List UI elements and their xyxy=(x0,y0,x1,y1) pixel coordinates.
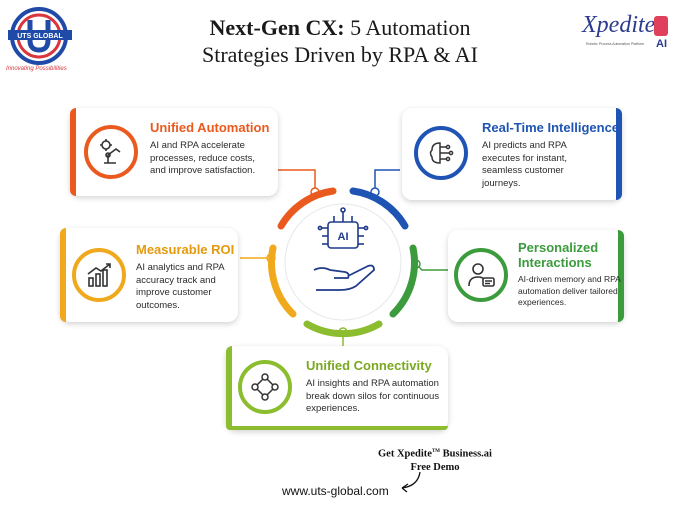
accent-bar xyxy=(226,426,448,430)
uts-logo-text: UTS GLOBAL xyxy=(17,33,63,40)
cta-line2: Free Demo xyxy=(410,461,460,473)
title-line2: Strategies Driven by RPA & AI xyxy=(201,42,479,67)
uts-global-logo: UTS GLOBAL xyxy=(8,7,72,65)
card-title: Unified Connectivity xyxy=(306,358,432,373)
card-text-line: and improve satisfaction. xyxy=(150,165,256,176)
connector-real-time-intelligence xyxy=(374,169,400,190)
curved-arrow-icon xyxy=(401,471,421,493)
xpedite-subtitle: Robotic Process Automation Platform xyxy=(586,42,644,46)
ring-arc-green xyxy=(389,244,418,318)
ring-arc-yellow xyxy=(268,244,297,318)
card-text: AI predicts and RPA executes for instant… xyxy=(482,140,567,190)
page-title: Next-Gen CX: 5 Automation Strategies Dri… xyxy=(150,14,530,68)
demo-cta[interactable]: Get XpediteTM Business.ai Free Demo xyxy=(360,445,510,474)
ring-real-time-intelligence xyxy=(414,126,468,180)
cta-text-a: Get Xpedite xyxy=(378,448,432,460)
card-text-line: improve customer xyxy=(136,287,212,298)
title-bold: Next-Gen CX: xyxy=(209,15,345,40)
card-text-line: executes for instant, xyxy=(482,152,568,164)
user-chat-icon xyxy=(468,263,495,287)
card-text-line: accuracy track and xyxy=(136,274,216,286)
card-text-line: AI analytics and RPA xyxy=(136,262,225,273)
card-title: Unified Automation xyxy=(150,120,270,135)
ring-arc-orange xyxy=(277,187,337,230)
uts-tagline: Innovating Possibilities xyxy=(6,66,67,72)
ring-arc-lime xyxy=(303,320,383,338)
accent-bar xyxy=(618,230,624,322)
card-text-line: automation deliver tailored xyxy=(518,285,618,296)
accent-bar xyxy=(70,108,76,196)
cta-trademark: TM xyxy=(431,449,441,454)
card-real-time-intelligence: Real-Time Intelligence AI predicts and R… xyxy=(402,108,622,200)
card-text-line: seamless customer xyxy=(482,165,564,176)
website-link[interactable]: www.uts-global.com xyxy=(282,484,389,498)
card-text-line: AI-driven memory and RPA xyxy=(518,274,621,284)
network-nodes-icon xyxy=(251,373,279,401)
card-text: AI insights and RPA automation break dow… xyxy=(306,378,439,416)
card-title-line: Personalized xyxy=(518,240,599,255)
card-text-line: processes, reduce costs, xyxy=(150,152,256,164)
card-unified-automation: Unified Automation AI and RPA accelerate… xyxy=(70,108,278,196)
accent-bar xyxy=(60,228,66,322)
accent-bar-left xyxy=(226,346,232,430)
accent-bar xyxy=(616,108,622,200)
card-text-line: outcomes. xyxy=(136,299,180,311)
xpedite-logo-text: Xpedite xyxy=(582,12,656,38)
card-text: AI analytics and RPA accuracy track and … xyxy=(136,262,225,312)
center-ai-label: AI xyxy=(338,231,349,243)
xpedite-b-mark xyxy=(654,16,668,36)
card-text-line: AI insights and RPA automation xyxy=(306,378,439,389)
card-text-line: experiences. xyxy=(518,297,567,307)
robotic-arm-gear-icon xyxy=(100,139,121,164)
ai-chip-icon xyxy=(317,207,369,249)
ring-personalized-interactions xyxy=(454,248,508,302)
card-title-line: Interactions xyxy=(518,255,592,270)
title-rest: 5 Automation xyxy=(344,15,471,40)
xpedite-logo: Xpedite AI Robotic Process Automation Pl… xyxy=(582,10,674,58)
card-measurable-roi: Measurable ROI AI analytics and RPA accu… xyxy=(60,228,238,322)
ring-measurable-roi xyxy=(72,248,126,302)
xpedite-ai-suffix: AI xyxy=(656,38,667,50)
hand-icon xyxy=(313,264,375,291)
card-personalized-interactions: Personalized Interactions AI-driven memo… xyxy=(448,230,624,322)
connector-personalized-interactions xyxy=(417,265,448,271)
card-text-line: break down silos for continuous xyxy=(306,390,440,402)
card-title: Real-Time Intelligence xyxy=(482,120,620,135)
card-title: Measurable ROI xyxy=(136,242,235,257)
card-text-line: journeys. xyxy=(482,177,521,189)
growth-chart-icon xyxy=(87,263,111,287)
center-circle xyxy=(284,203,402,321)
card-title: Personalized Interactions xyxy=(518,240,598,270)
card-text-line: AI and RPA accelerate xyxy=(150,140,245,151)
card-text-line: experiences. xyxy=(306,403,360,414)
cta-text-b: Business.ai xyxy=(440,448,492,460)
ring-unified-connectivity xyxy=(238,360,292,414)
card-unified-connectivity: Unified Connectivity AI insights and RPA… xyxy=(226,346,448,430)
card-text: AI-driven memory and RPA automation deli… xyxy=(518,274,621,309)
card-text-line: AI predicts and RPA xyxy=(482,140,567,151)
brain-circuit-icon xyxy=(429,142,454,164)
ring-unified-automation xyxy=(84,125,138,179)
card-text: AI and RPA accelerate processes, reduce … xyxy=(150,140,255,178)
ring-arc-blue xyxy=(349,187,409,230)
